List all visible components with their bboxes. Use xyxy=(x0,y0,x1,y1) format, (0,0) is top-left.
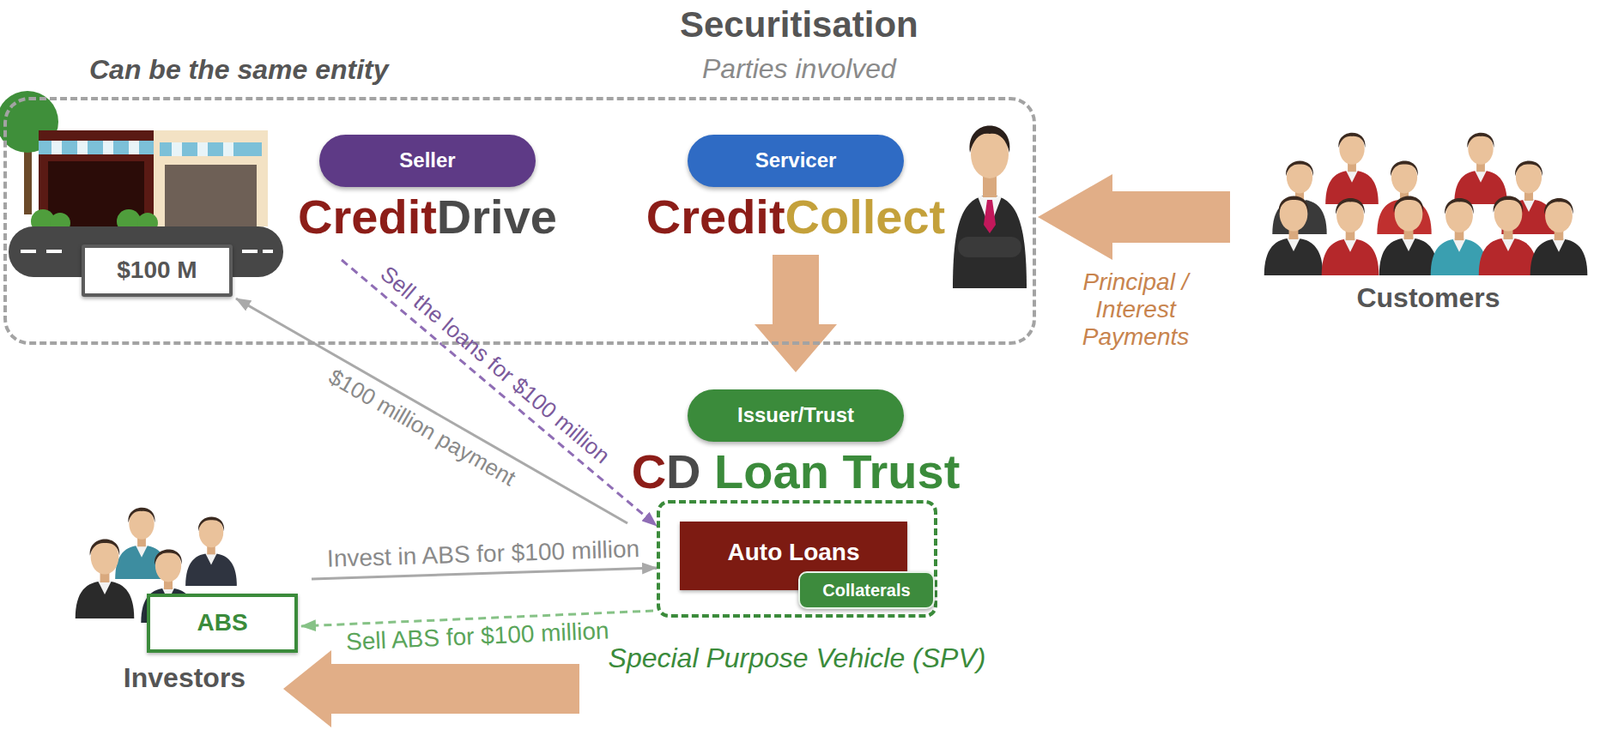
price-sign: $100 M xyxy=(81,244,233,297)
customers-crowd xyxy=(1264,133,1588,276)
group-heading: Can be the same entity xyxy=(89,54,389,85)
edge-label: Sell ABS for $100 million xyxy=(345,618,611,657)
role-text: Servicer xyxy=(755,149,837,172)
person-icon xyxy=(185,516,237,587)
issuer-pill: Issuer/TrustCD Loan Trust xyxy=(687,389,904,443)
subtitle: Parties involved xyxy=(702,54,897,85)
shop-awning xyxy=(159,142,262,157)
road-mark xyxy=(20,249,37,254)
role-text: Seller xyxy=(399,149,455,172)
collateral-pill: Collaterals xyxy=(798,571,935,610)
edge-label: Principal / Interest Payments xyxy=(1062,268,1209,352)
edge-label: $100 million payment xyxy=(324,363,520,491)
awning-stripe xyxy=(171,142,182,157)
crossed-arms xyxy=(957,236,1022,258)
person-icon xyxy=(1454,133,1508,205)
servicer-figure xyxy=(952,126,1027,290)
awning-stripe xyxy=(103,140,114,155)
block-arrow xyxy=(754,254,837,373)
block-arrow xyxy=(1037,174,1231,261)
tie xyxy=(983,200,996,234)
pill-text: Collaterals xyxy=(822,581,910,600)
road-mark xyxy=(46,249,62,254)
person-icon xyxy=(1321,198,1380,276)
awning-stripe xyxy=(128,140,140,155)
person-icon xyxy=(1264,196,1324,276)
block-arrow xyxy=(283,650,580,728)
role-text: Issuer/Trust xyxy=(737,404,855,427)
group-caption: Investors xyxy=(123,663,246,694)
person-icon xyxy=(75,539,135,619)
hair xyxy=(969,126,1011,154)
awning-stripe xyxy=(223,142,234,157)
company-name: CreditDrive xyxy=(297,190,558,244)
person-icon xyxy=(1478,196,1539,276)
road-mark xyxy=(262,249,273,254)
spv-box: Special Purpose Vehicle (SPV)Auto LoansC… xyxy=(656,500,938,619)
awning-stripe xyxy=(77,140,88,155)
awning-stripe xyxy=(197,142,208,157)
awning-stripe xyxy=(51,140,62,155)
box-text: Auto Loans xyxy=(727,539,861,567)
spv-caption: Special Purpose Vehicle (SPV) xyxy=(608,643,987,674)
company-name: CreditCollect xyxy=(646,190,946,244)
suit xyxy=(952,194,1027,289)
seller-pill: SellerCreditDrive xyxy=(319,134,536,188)
customers-group: Customers xyxy=(1260,120,1597,314)
shop-window xyxy=(164,164,257,227)
investors-group: Investors ABS xyxy=(71,495,298,694)
abs-box: ABS xyxy=(146,593,298,654)
price-text: $100 M xyxy=(116,257,197,285)
person-icon xyxy=(1430,198,1489,276)
servicer-pill: ServicerCreditCollect xyxy=(687,134,904,188)
person-icon xyxy=(1530,198,1588,276)
company-name: CD Loan Trust xyxy=(631,445,961,499)
edge-label: Sell the loans for $100 million xyxy=(375,261,615,469)
group-caption: Customers xyxy=(1356,283,1500,314)
shop-wall xyxy=(153,130,268,227)
shop-awning xyxy=(38,140,154,155)
road-mark xyxy=(242,249,258,254)
box-text: ABS xyxy=(196,610,248,637)
diagram-title: Securitisation xyxy=(679,5,919,45)
person-icon xyxy=(1325,133,1379,205)
group-box: Can be the same entity$100 MSellerCredit… xyxy=(3,96,1037,346)
person-icon xyxy=(1379,196,1439,276)
edge-label: Invest in ABS for $100 million xyxy=(327,536,641,574)
